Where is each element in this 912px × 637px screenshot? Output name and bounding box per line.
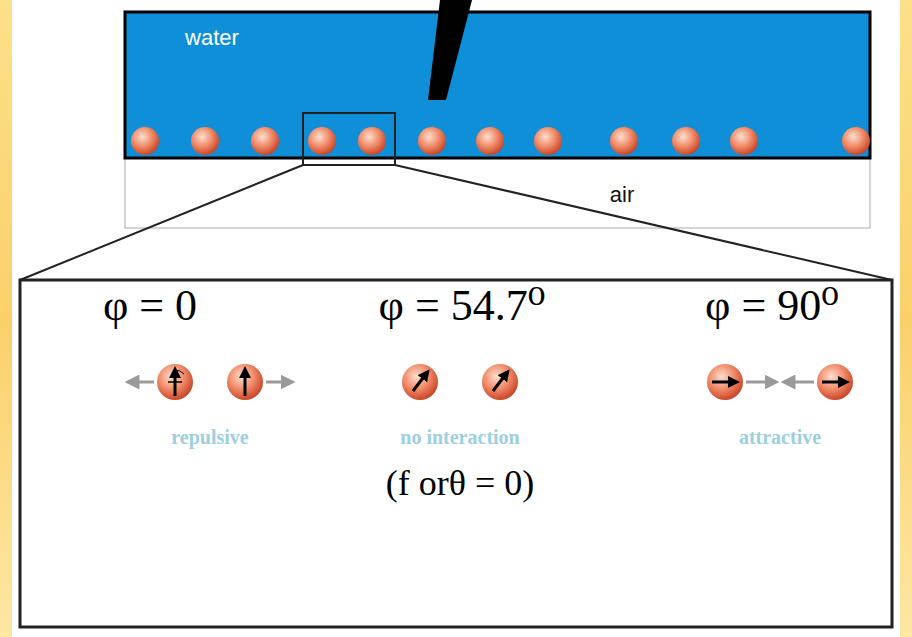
region-label: air xyxy=(610,183,634,207)
zoom-line xyxy=(20,165,303,280)
region-label: water xyxy=(185,26,239,50)
zoom-box xyxy=(303,113,395,165)
condition-note: (f orθ = 0) xyxy=(386,464,535,504)
angle-value: φ = 54.7⁰ xyxy=(379,282,546,330)
particle-row xyxy=(131,127,870,155)
neutral-pair xyxy=(402,364,518,400)
water-region xyxy=(125,12,870,158)
white-panel xyxy=(12,0,900,637)
interaction-label: repulsive xyxy=(171,426,248,448)
detail-panel xyxy=(20,280,892,627)
zoom-line xyxy=(395,165,892,280)
interaction-label: attractive xyxy=(739,426,821,448)
interaction-label: no interaction xyxy=(400,426,519,448)
angle-value: φ = 0 xyxy=(103,282,197,330)
repulsive-pair xyxy=(132,364,288,400)
attractive-pair xyxy=(707,364,853,400)
angle-value: φ = 90⁰ xyxy=(705,282,839,330)
needle xyxy=(428,0,472,100)
